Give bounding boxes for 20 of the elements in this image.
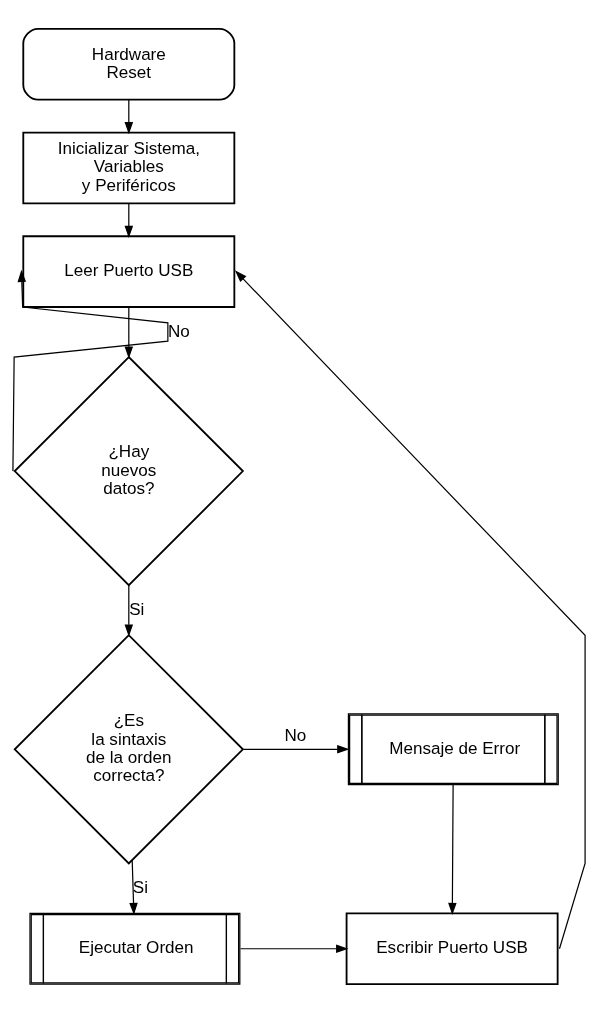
arrow xyxy=(124,202,134,238)
node-box: Leer Puerto USB xyxy=(22,234,236,308)
node-diamond: ¿Es la sintaxis de la orden correcta? xyxy=(13,633,245,865)
arrow xyxy=(12,269,169,472)
edge-label: Si xyxy=(132,877,148,897)
arrow xyxy=(448,783,457,915)
node-box: Escribir Puerto USB xyxy=(345,911,559,985)
arrow xyxy=(129,858,138,915)
arrow xyxy=(124,584,134,637)
arrow xyxy=(242,744,350,754)
node-diamond: ¿Hay nuevos datos? xyxy=(13,355,245,586)
edge-label: No xyxy=(167,321,190,341)
node-box: Inicializar Sistema, Variables y Periféricos xyxy=(22,131,236,204)
node-box: Hardware Reset xyxy=(22,27,236,101)
arrow xyxy=(239,943,349,953)
arrow xyxy=(124,98,134,134)
edge-label: Si xyxy=(129,599,145,619)
arrow xyxy=(234,269,586,949)
edge-label: No xyxy=(284,725,307,745)
arrow xyxy=(124,306,134,359)
